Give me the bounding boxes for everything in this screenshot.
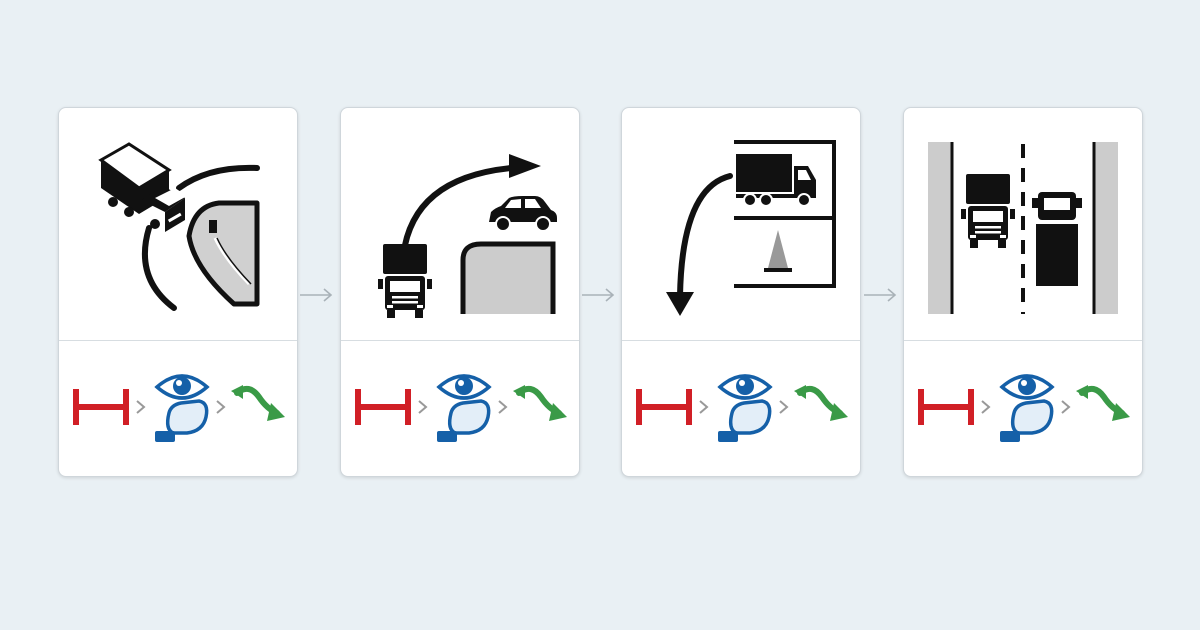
card-divider (622, 340, 860, 341)
truck-top-view-icon (1032, 192, 1082, 286)
right-arrow-icon (580, 284, 616, 306)
truck-icon (961, 174, 1015, 248)
check-steps (59, 341, 297, 476)
right-arrow-icon (862, 284, 898, 306)
card-divider (904, 340, 1142, 341)
scenario-card-3 (621, 107, 861, 477)
check-steps (622, 341, 860, 476)
scenario-card-2 (340, 107, 580, 477)
scene-truck-reversing-to-cone (622, 108, 860, 340)
truck-icon (736, 154, 816, 207)
check-steps (904, 341, 1142, 476)
traffic-cone-icon (764, 230, 792, 272)
car-icon (489, 196, 557, 232)
scenario-card-4 (903, 107, 1143, 477)
truck-icon (98, 142, 187, 232)
right-arrow-icon (298, 284, 334, 306)
scenario-card-1 (58, 107, 298, 477)
card-divider (341, 340, 579, 341)
scene-truck-lane-change (904, 108, 1142, 340)
scene-truck-turning-corner (59, 108, 297, 340)
check-steps (341, 341, 579, 476)
truck-icon (378, 244, 432, 318)
scene-truck-arc-past-car (341, 108, 579, 340)
card-divider (59, 340, 297, 341)
